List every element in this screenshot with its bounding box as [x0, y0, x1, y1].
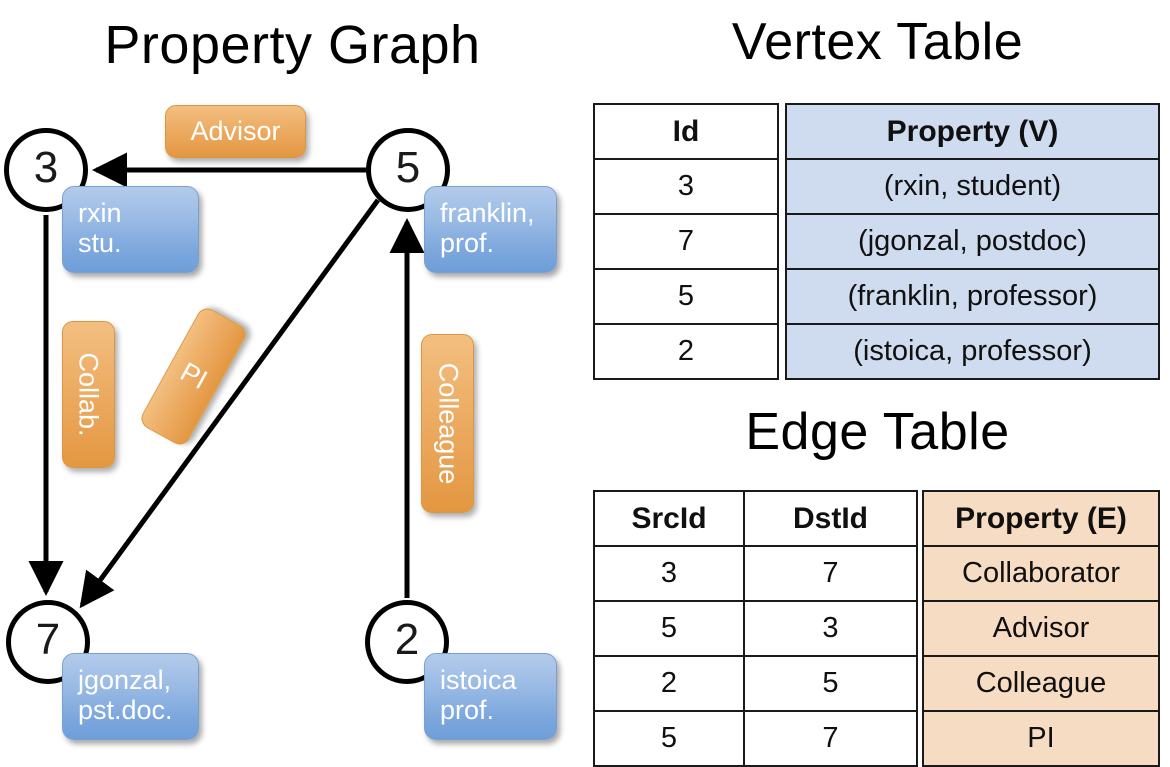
- table-row: Collaborator: [922, 545, 1160, 602]
- vertex-property-cell: (franklin, professor): [785, 268, 1160, 325]
- graph-node-2-label: 2: [394, 615, 420, 664]
- vertex-id-cell: 3: [593, 158, 779, 215]
- edge-label-advisor: Advisor: [165, 105, 306, 158]
- table-header-row: Property (E): [922, 490, 1160, 547]
- graph-node-5-label: 5: [395, 143, 421, 192]
- table-row: Advisor: [922, 600, 1160, 657]
- edge-dst-cell: 5: [743, 655, 918, 712]
- vertex-property-cell: (rxin, student): [785, 158, 1160, 215]
- edge-property-cell: PI: [922, 710, 1160, 767]
- table-row: (rxin, student): [785, 158, 1160, 215]
- table-row: 7: [593, 213, 779, 270]
- vertex-table-header-id: Id: [593, 103, 779, 160]
- vertex-table-id-column: Id 3 7 5 2: [593, 103, 779, 380]
- edge-dst-cell: 7: [743, 710, 918, 767]
- edge-label-advisor-text: Advisor: [190, 116, 281, 146]
- vertex-property-cell: (jgonzal, postdoc): [785, 213, 1160, 270]
- node-property-box-jgonzal: jgonzal, pst.doc.: [62, 653, 199, 740]
- page-title-vertex-table: Vertex Table: [731, 13, 1024, 71]
- edge-label-colleague-text: Colleague: [433, 362, 463, 485]
- edge-label-collab: Collab.: [62, 321, 115, 468]
- edge-table-header-srcid: SrcId: [593, 490, 745, 547]
- graph-edges-layer: [28, 152, 425, 609]
- vertex-id-cell: 5: [593, 268, 779, 325]
- table-header-row: SrcId DstId: [593, 490, 918, 547]
- table-row: PI: [922, 710, 1160, 767]
- node-property-box-franklin: franklin, prof.: [424, 186, 557, 273]
- table-row: 2: [593, 323, 779, 380]
- edge-property-cell: Advisor: [922, 600, 1160, 657]
- property-graph-diagram: 3 5 7 2 rxin stu. franklin, prof. jgonza…: [0, 0, 585, 760]
- table-row: (jgonzal, postdoc): [785, 213, 1160, 270]
- edge-property-cell: Collaborator: [922, 545, 1160, 602]
- table-header-row: Property (V): [785, 103, 1160, 160]
- edge-label-colleague: Colleague: [421, 334, 474, 513]
- edge-5-to-7-pi: [79, 198, 381, 609]
- edge-label-pi-text: PI: [175, 356, 213, 396]
- edge-table-header-property: Property (E): [922, 490, 1160, 547]
- edge-table-header-dstid: DstId: [743, 490, 918, 547]
- graph-node-7-label: 7: [35, 615, 61, 664]
- vertex-id-cell: 7: [593, 213, 779, 270]
- edge-table-property-column: Property (E) Collaborator Advisor Collea…: [922, 490, 1160, 767]
- table-row: (istoica, professor): [785, 323, 1160, 380]
- table-row: 5 7: [593, 710, 918, 767]
- graph-node-3-label: 3: [33, 143, 59, 192]
- table-row: Colleague: [922, 655, 1160, 712]
- page-title-edge-table: Edge Table: [745, 403, 1010, 461]
- edge-src-cell: 5: [593, 710, 745, 767]
- edge-dst-cell: 3: [743, 600, 918, 657]
- table-row: (franklin, professor): [785, 268, 1160, 325]
- edge-dst-cell: 7: [743, 545, 918, 602]
- table-row: 5 3: [593, 600, 918, 657]
- edge-table-id-columns: SrcId DstId 3 7 5 3 2 5 5 7: [593, 490, 918, 767]
- edge-property-cell: Colleague: [922, 655, 1160, 712]
- edge-src-cell: 2: [593, 655, 745, 712]
- table-header-row: Id: [593, 103, 779, 160]
- graph-node-2[interactable]: 2: [365, 600, 449, 684]
- vertex-table-header-property: Property (V): [785, 103, 1160, 160]
- vertex-property-cell: (istoica, professor): [785, 323, 1160, 380]
- vertex-id-cell: 2: [593, 323, 779, 380]
- table-row: 2 5: [593, 655, 918, 712]
- table-row: 3 7: [593, 545, 918, 602]
- edge-label-collab-text: Collab.: [74, 352, 105, 437]
- table-row: 5: [593, 268, 779, 325]
- edge-src-cell: 3: [593, 545, 745, 602]
- vertex-table-property-column: Property (V) (rxin, student) (jgonzal, p…: [785, 103, 1160, 380]
- page-title-property-graph: Property Graph: [104, 15, 481, 75]
- table-row: 3: [593, 158, 779, 215]
- node-property-box-istoica: istoica prof.: [424, 653, 557, 740]
- graph-node-5[interactable]: 5: [366, 128, 450, 212]
- node-property-box-rxin: rxin stu.: [62, 186, 199, 273]
- edge-src-cell: 5: [593, 600, 745, 657]
